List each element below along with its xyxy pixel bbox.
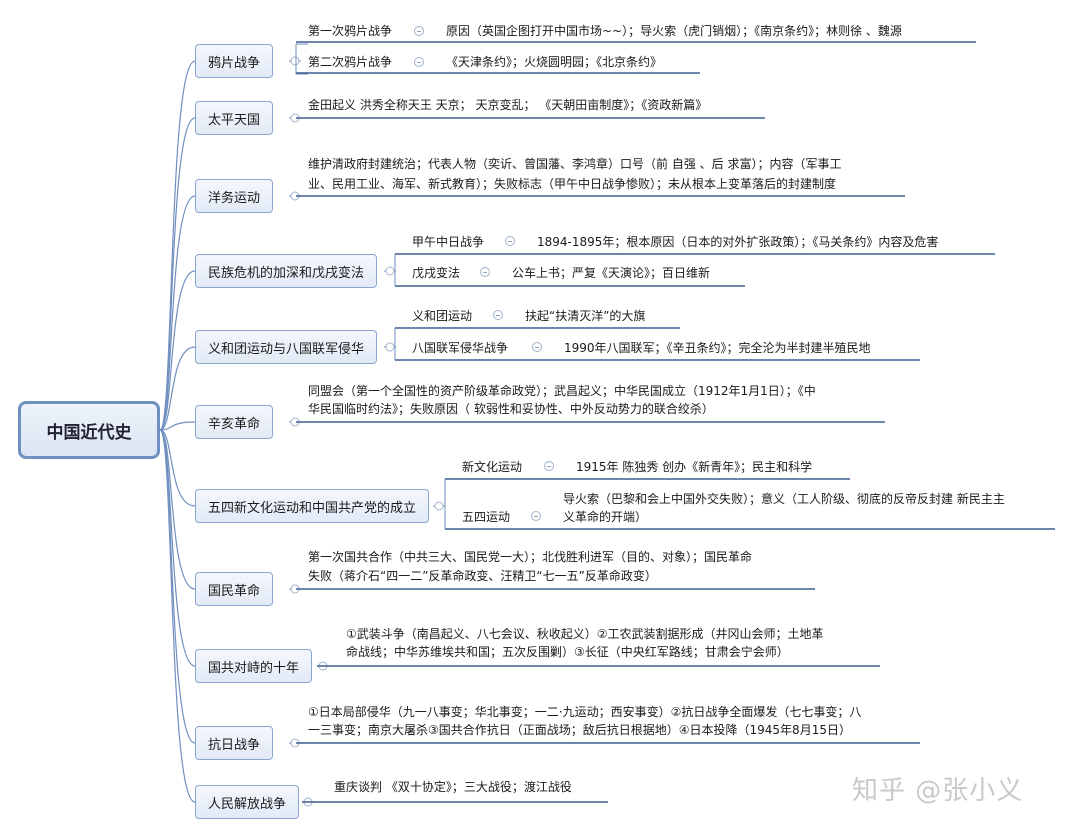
note-ten-years-2: 命战线；中华苏维埃共和国；五次反围剿）③长征（中央红军路线；甘肃会宁会师） [346, 645, 789, 659]
branch-liberation[interactable]: 人民解放战争 [195, 785, 300, 819]
note-national-revolution-2: 失败（蒋介石“四一二”反革命政变、汪精卫“七一五”反革命政变） [308, 569, 657, 583]
branch-connector [159, 195, 196, 431]
sub-second-opium-war[interactable]: 第二次鸦片战争 [308, 55, 393, 69]
branch-self-strengthening[interactable]: 洋务运动 [195, 179, 274, 213]
branch-national-revolution[interactable]: 国民革命 [195, 572, 274, 606]
branch-anti-japanese[interactable]: 抗日战争 [195, 726, 274, 760]
note-ten-years-1: ①武装斗争（南昌起义、八七会议、秋收起义）②工农武装割据形成（井冈山会师；土地革 [346, 627, 824, 641]
sub-may-fourth[interactable]: 五四运动 [462, 510, 511, 524]
sub-first-opium-war[interactable]: 第一次鸦片战争 [308, 24, 393, 38]
collapse-toggle-icon[interactable] [480, 267, 490, 277]
branch-opium-war[interactable]: 鸦片战争 [195, 44, 274, 78]
branch-ten-years[interactable]: 国共对峙的十年 [195, 649, 313, 683]
note-xinhai-2: 华民国临时约法》；失败原因（ 软弱性和妥协性、中外反动势力的联合绞杀） [308, 402, 714, 416]
branch-connector [159, 270, 196, 431]
branch-may-fourth[interactable]: 五四新文化运动和中国共产党的成立 [195, 489, 430, 523]
note-taiping: 金田起义 洪秀全称天王 天京； 天京变乱； 《天朝田亩制度》；《资政新篇》 [308, 98, 708, 112]
note-boxer-movement: 扶起“扶清灭洋”的大旗 [525, 309, 646, 323]
collapse-toggle-icon[interactable] [505, 236, 515, 246]
note-sino-japanese-war: 1894-1895年；根本原因（日本的对外扩张政策）；《马关条约》内容及危害 [537, 235, 939, 249]
note-liberation: 重庆谈判 《双十协定》；三大战役；渡江战役 [334, 780, 572, 794]
branch-connector [159, 60, 196, 431]
branch-connector [159, 117, 196, 431]
collapse-toggle-icon[interactable] [531, 511, 541, 521]
branch-connector [159, 429, 196, 507]
note-may-fourth-2: 义革命的开端） [563, 510, 648, 524]
root-node[interactable]: 中国近代史 [18, 401, 160, 459]
note-hundred-days-reform: 公车上书；严复《天演论》；百日维新 [512, 266, 711, 280]
sub-eight-nation[interactable]: 八国联军侵华战争 [412, 341, 509, 355]
collapse-toggle-icon[interactable] [544, 461, 554, 471]
branch-connector [159, 429, 196, 590]
collapse-toggle-icon[interactable] [493, 310, 503, 320]
watermark: 知乎 @张小义 [852, 776, 1024, 806]
note-self-strengthening-2: 业、民用工业、海军、新式教育）；失败标志（甲午中日战争惨败）；未从根本上变革落后… [308, 177, 837, 191]
note-second-opium-war: 《天津条约》；火烧圆明园；《北京条约》 [446, 55, 663, 69]
sub-boxer-movement[interactable]: 义和团运动 [412, 309, 473, 323]
note-national-revolution-1: 第一次国共合作（中共三大、国民党一大）；北伐胜利进军（目的、对象）；国民革命 [308, 550, 753, 564]
sub-new-culture[interactable]: 新文化运动 [462, 460, 523, 474]
branch-connector [159, 429, 196, 803]
note-anti-japanese-1: ①日本局部侵华（九一八事变；华北事变；一二·九运动；西安事变）②抗日战争全面爆发… [308, 705, 862, 719]
note-self-strengthening-1: 维护清政府封建统治；代表人物（奕䜣、曾国藩、李鸿章）口号（前 自强 、后 求富）… [308, 157, 842, 171]
note-first-opium-war: 原因（英国企图打开中国市场~~）；导火索（虎门销烟）；《南京条约》；林则徐 、魏… [446, 24, 902, 38]
collapse-toggle-icon[interactable] [414, 57, 424, 67]
branch-national-crisis[interactable]: 民族危机的加深和戊戌变法 [195, 254, 378, 288]
note-xinhai-1: 同盟会（第一个全国性的资产阶级革命政党）；武昌起义；中华民国成立（1912年1月… [308, 384, 816, 398]
note-eight-nation: 1990年八国联军；《辛丑条约》；完全沦为半封建半殖民地 [564, 341, 871, 355]
branch-connector [159, 346, 196, 431]
branch-boxer[interactable]: 义和团运动与八国联军侵华 [195, 330, 378, 364]
sub-hundred-days-reform[interactable]: 戊戌变法 [412, 266, 461, 280]
note-may-fourth-1: 导火索（巴黎和会上中国外交失败）；意义（工人阶级、彻底的反帝反封建 新民主主 [563, 492, 1005, 506]
collapse-toggle-icon [290, 56, 300, 66]
collapse-toggle-icon [434, 501, 444, 511]
note-anti-japanese-2: 一三事变；南京大屠杀③国共合作抗日（正面战场；敌后抗日根据地）④日本投降（194… [308, 723, 851, 737]
collapse-toggle-icon [385, 342, 395, 352]
branch-taiping[interactable]: 太平天国 [195, 101, 274, 135]
sub-sino-japanese-war[interactable]: 甲午中日战争 [412, 235, 485, 249]
collapse-toggle-icon[interactable] [414, 26, 424, 36]
branch-xinhai[interactable]: 辛亥革命 [195, 405, 274, 439]
note-new-culture: 1915年 陈独秀 创办《新青年》；民主和科学 [576, 460, 813, 474]
collapse-toggle-icon[interactable] [532, 342, 542, 352]
collapse-toggle-icon [385, 266, 395, 276]
branch-connector [159, 421, 196, 431]
